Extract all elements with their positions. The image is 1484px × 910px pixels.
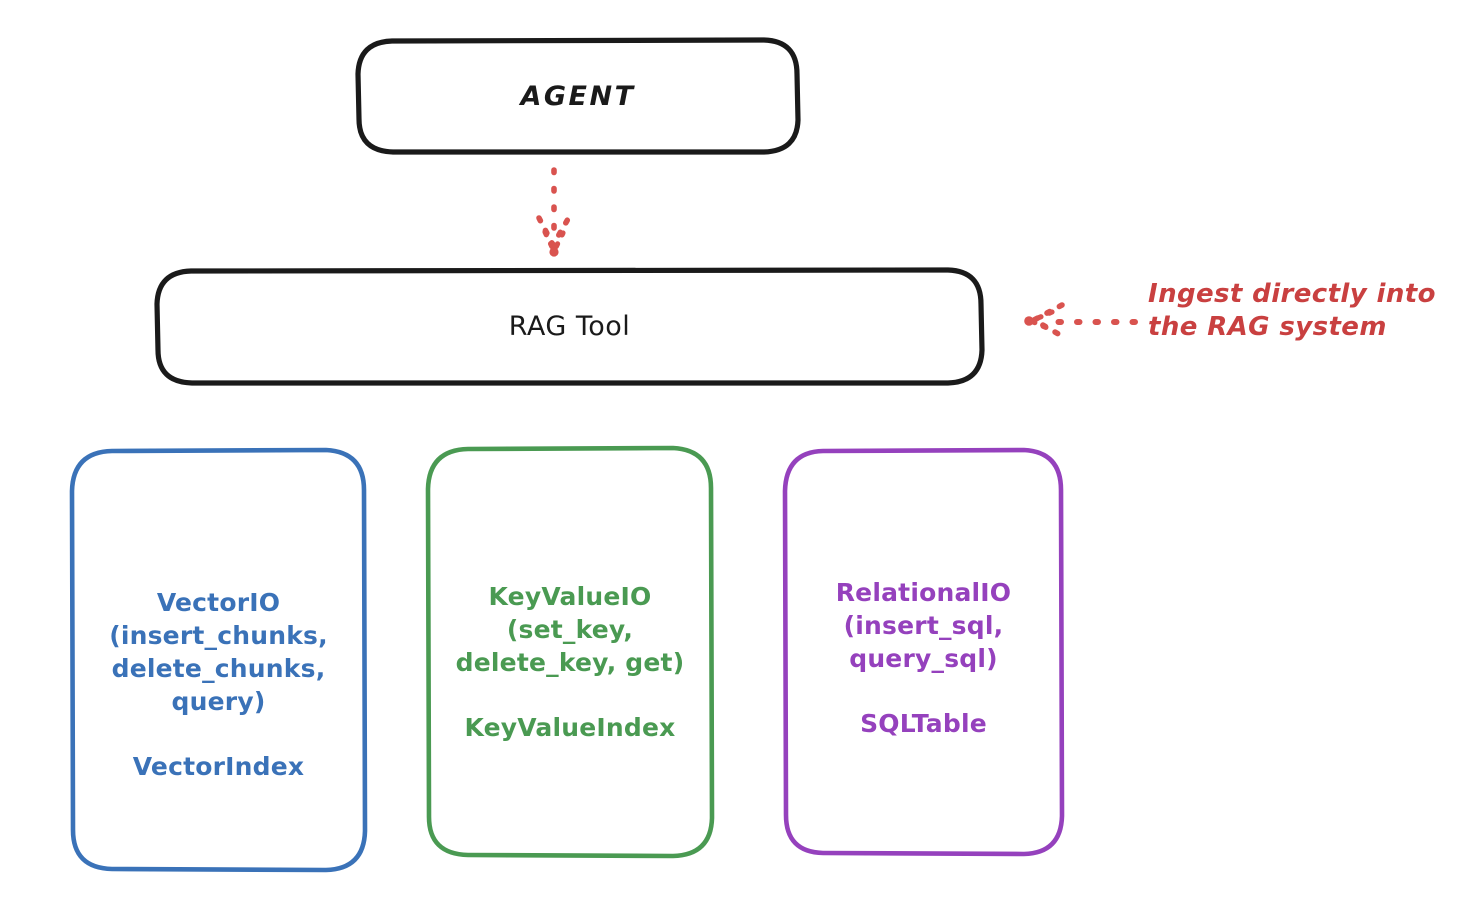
node-relational-io[interactable]: RelationalIO (insert_sql, query_sql) SQL… xyxy=(785,450,1062,854)
node-rag-tool[interactable]: RAG Tool xyxy=(157,270,982,383)
vector-io-label: VectorIO (insert_chunks, delete_chunks, … xyxy=(109,587,328,716)
agent-box-outline[interactable] xyxy=(355,37,801,155)
key-value-io-sublabel: KeyValueIndex xyxy=(464,713,676,742)
node-key-value-io[interactable]: KeyValueIO (set_key, delete_key, get) Ke… xyxy=(428,448,712,856)
node-agent[interactable]: AGENT xyxy=(358,40,798,153)
relational-io-content: RelationalIO (insert_sql, query_sql) SQL… xyxy=(836,576,1012,738)
relationalio-box-outline[interactable] xyxy=(782,447,1065,857)
vector-io-sublabel: VectorIndex xyxy=(132,751,305,781)
rag-tool-box-outline[interactable] xyxy=(154,267,985,386)
key-value-io-content: KeyValueIO (set_key, delete_key, get) Ke… xyxy=(456,580,685,742)
relational-io-sublabel: SQLTable xyxy=(860,709,987,738)
relational-io-label: RelationalIO (insert_sql, query_sql) xyxy=(835,578,1012,673)
ingest-to-rag-tool-connector xyxy=(1024,302,1138,339)
key-value-io-label: KeyValueIO (set_key, delete_key, get) xyxy=(455,582,685,677)
ingest-annotation-text: Ingest directly into the RAG system xyxy=(1148,279,1436,343)
rag-tool-label: RAG Tool xyxy=(508,310,631,342)
agent-label: AGENT xyxy=(520,80,636,112)
keyvalueio-box-outline[interactable] xyxy=(425,445,715,859)
agent-to-rag-tool-connector xyxy=(536,167,571,257)
vector-io-content: VectorIO (insert_chunks, delete_chunks, … xyxy=(109,586,328,781)
vectorio-box-outline[interactable] xyxy=(69,447,368,873)
node-vector-io[interactable]: VectorIO (insert_chunks, delete_chunks, … xyxy=(72,450,365,870)
